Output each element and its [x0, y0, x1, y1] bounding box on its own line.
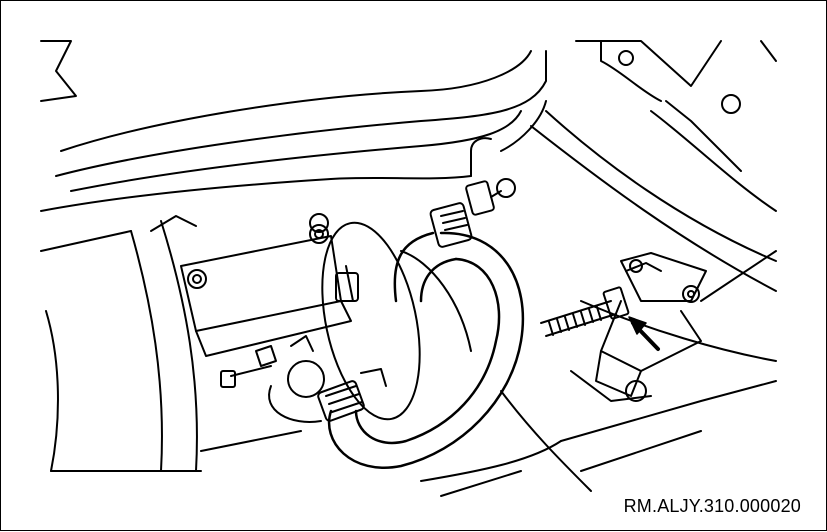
pointer-arrow	[629, 317, 658, 349]
hose-clamp-lower	[221, 336, 386, 422]
figure-reference-code: RM.ALJY.310.000020	[621, 495, 804, 518]
heater-hose	[329, 233, 523, 468]
threaded-rod	[541, 287, 629, 336]
lower-details	[421, 381, 776, 496]
left-housing	[41, 221, 301, 471]
right-chassis	[531, 41, 776, 361]
bracket-plate	[151, 214, 351, 356]
